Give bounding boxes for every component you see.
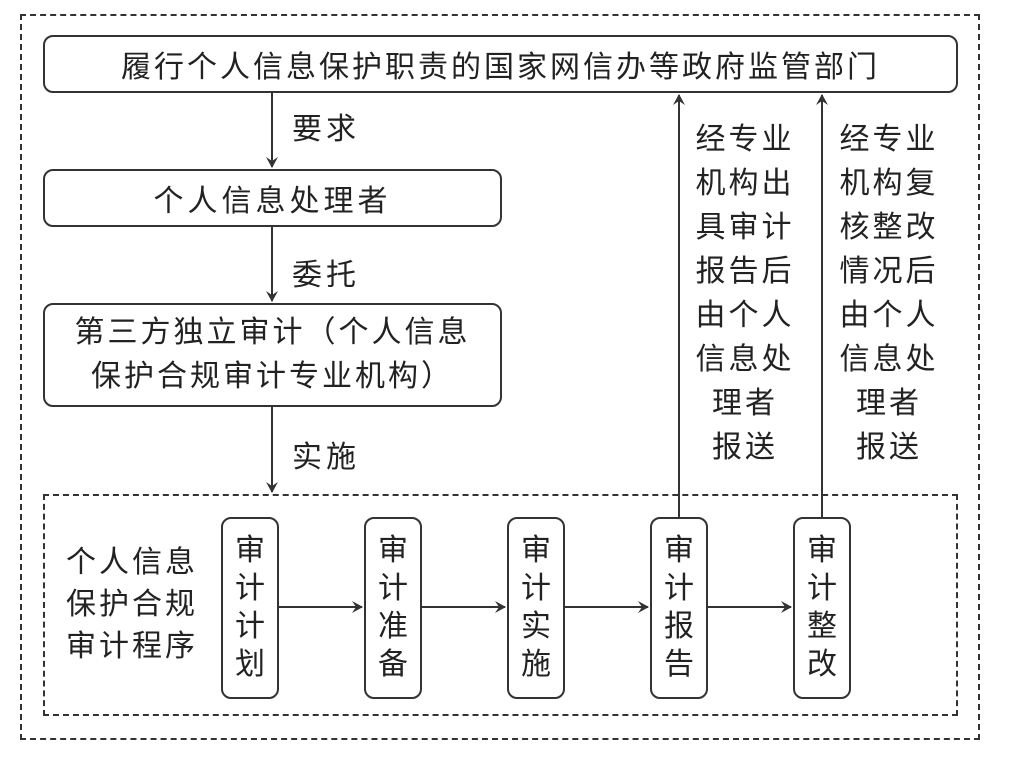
step-audit-report: 审 计 报 告: [650, 517, 708, 699]
regulator-box: 履行个人信息保护职责的国家网信办等政府监管部门: [43, 35, 958, 93]
note-line: 具审计: [695, 210, 795, 245]
note-line: 经专业: [839, 122, 939, 157]
note-line: 报送: [712, 430, 778, 465]
processor-box: 个人信息处理者: [43, 169, 502, 227]
processor-label: 个人信息处理者: [153, 184, 392, 219]
regulator-label: 履行个人信息保护职责的国家网信办等政府监管部门: [121, 50, 880, 85]
step-audit-implementation: 审 计 实 施: [507, 517, 565, 699]
arrow-label-entrust: 委托: [292, 258, 360, 293]
note-line: 报告后: [695, 254, 795, 289]
step-char: 计: [807, 571, 837, 606]
outer-frame: [20, 14, 980, 740]
arrow-label-require: 要求: [292, 112, 360, 147]
step-audit-rectification: 审 计 整 改: [793, 517, 851, 699]
step-audit-preparation: 审 计 准 备: [364, 517, 422, 699]
step-char: 审: [807, 533, 837, 568]
third-party-line-2: 保护合规审计专业机构）: [91, 359, 454, 394]
step-audit-plan: 审 计 计 划: [221, 517, 279, 699]
report-submission-note: 经专业 机构出 具审计 报告后 由个人 信息处 理者 报送: [690, 118, 800, 470]
step-char: 报: [664, 609, 694, 644]
note-line: 由个人: [839, 298, 939, 333]
step-char: 划: [235, 647, 265, 682]
step-char: 备: [378, 647, 408, 682]
note-line: 理者: [712, 386, 778, 421]
step-char: 审: [521, 533, 551, 568]
note-line: 机构出: [695, 166, 795, 201]
step-char: 计: [521, 571, 551, 606]
note-line: 情况后: [839, 254, 939, 289]
rectification-submission-note: 经专业 机构复 核整改 情况后 由个人 信息处 理者 报送: [834, 118, 944, 470]
step-char: 实: [521, 609, 551, 644]
note-line: 信息处: [839, 342, 939, 377]
note-line: 报送: [856, 430, 922, 465]
note-line: 经专业: [695, 122, 795, 157]
audit-procedure-label: 个人信息 保护合规 审计程序: [66, 542, 198, 668]
step-char: 计: [235, 571, 265, 606]
step-char: 审: [235, 533, 265, 568]
third-party-audit-box: 第三方独立审计（个人信息 保护合规审计专业机构）: [43, 303, 502, 407]
step-char: 审: [378, 533, 408, 568]
audit-procedure-line: 保护合规: [66, 587, 198, 622]
arrow-label-implement: 实施: [292, 440, 360, 475]
step-char: 准: [378, 609, 408, 644]
note-line: 机构复: [839, 166, 939, 201]
audit-procedure-frame: [43, 494, 958, 716]
step-char: 审: [664, 533, 694, 568]
note-line: 核整改: [839, 210, 939, 245]
third-party-line-1: 第三方独立审计（个人信息: [74, 315, 471, 350]
note-line: 信息处: [695, 342, 795, 377]
step-char: 施: [521, 647, 551, 682]
step-char: 改: [807, 647, 837, 682]
audit-procedure-line: 审计程序: [66, 629, 198, 664]
note-line: 理者: [856, 386, 922, 421]
audit-procedure-line: 个人信息: [66, 545, 198, 580]
step-char: 计: [664, 571, 694, 606]
step-char: 整: [807, 609, 837, 644]
step-char: 计: [378, 571, 408, 606]
step-char: 告: [664, 647, 694, 682]
note-line: 由个人: [695, 298, 795, 333]
step-char: 计: [235, 609, 265, 644]
